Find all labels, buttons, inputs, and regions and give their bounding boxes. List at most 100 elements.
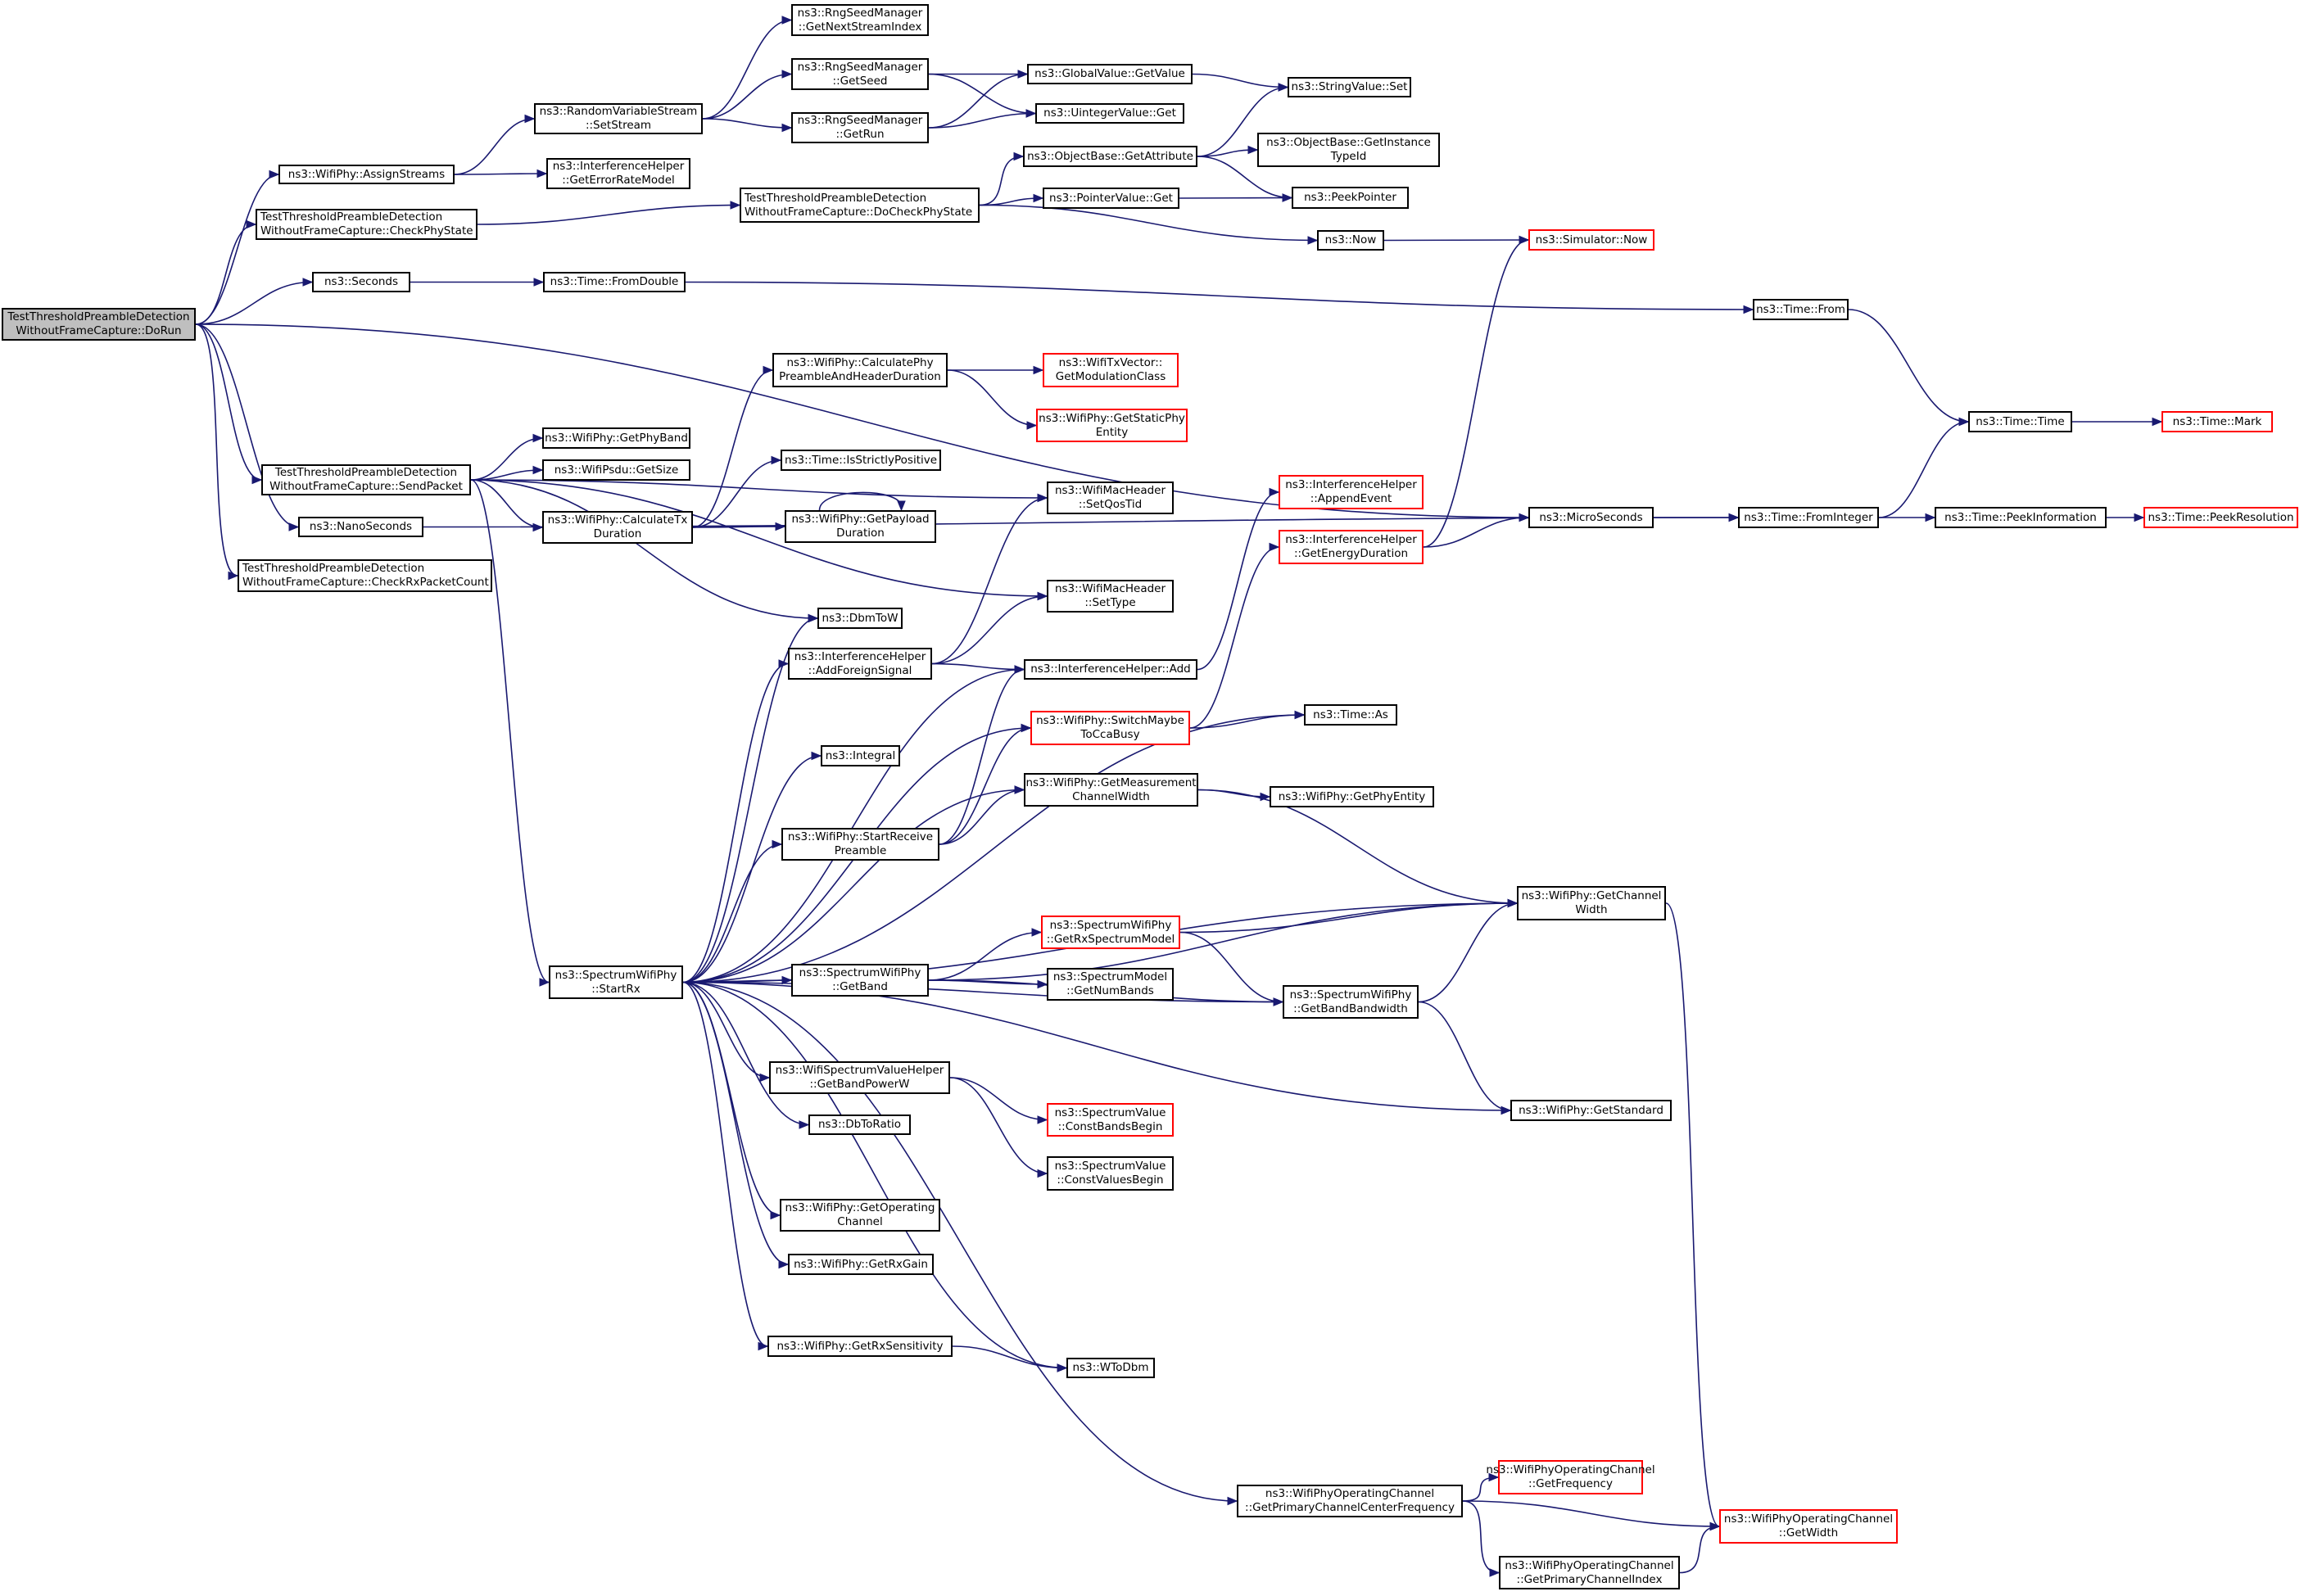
node-uintegerget[interactable]: ns3::UintegerValue::Get: [1035, 103, 1184, 124]
node-settype[interactable]: ns3::WifiMacHeader::SetType: [1047, 580, 1174, 613]
node-getrxsens[interactable]: ns3::WifiPhy::GetRxSensitivity: [767, 1336, 953, 1357]
node-label-line: ns3::PointerValue::Get: [1049, 191, 1173, 205]
node-pointerget[interactable]: ns3::PointerValue::Get: [1043, 188, 1179, 209]
edge-arrowhead: [1026, 421, 1038, 430]
node-primcenter[interactable]: ns3::WifiPhyOperatingChannel::GetPrimary…: [1237, 1485, 1463, 1517]
node-globalget[interactable]: ns3::GlobalValue::GetValue: [1027, 64, 1193, 84]
node-seconds[interactable]: ns3::Seconds: [312, 272, 410, 292]
edge-getrxsens-to-wtodbm: [952, 1345, 1067, 1369]
edge-addforeign-to-ihadd: [931, 662, 1025, 671]
node-now[interactable]: ns3::Now: [1317, 230, 1384, 251]
edge-addforeign-to-settype: [931, 595, 1048, 665]
edge-sendpacket-to-setqostid: [470, 479, 1048, 499]
node-getphyentity[interactable]: ns3::WifiPhy::GetPhyEntity: [1270, 786, 1434, 807]
edge-arrowhead: [1958, 417, 1970, 427]
edge-startrx-to-primcenter: [682, 981, 1238, 1502]
edge-arrowhead: [533, 278, 545, 287]
edge-arrowhead: [1037, 1169, 1048, 1178]
edge-switchcca-to-timeas: [1189, 714, 1305, 729]
node-getband[interactable]: ns3::SpectrumWifiPhy::GetBand: [791, 964, 929, 997]
node-label-line: ns3::RngSeedManager: [797, 114, 923, 127]
edge-sendpacket-to-calctxdur: [470, 479, 543, 528]
node-getsize[interactable]: ns3::WifiPsdu::GetSize: [542, 459, 690, 481]
node-nanoseconds[interactable]: ns3::NanoSeconds: [298, 517, 423, 537]
node-microseconds[interactable]: ns3::MicroSeconds: [1528, 507, 1654, 528]
node-primindex[interactable]: ns3::WifiPhyOperatingChannel::GetPrimary…: [1499, 1556, 1680, 1589]
edge-dorun-to-checkphystate: [195, 224, 256, 325]
node-label-line: ToCcaBusy: [1080, 728, 1140, 741]
node-getrxspec[interactable]: ns3::SpectrumWifiPhy::GetRxSpectrumModel: [1041, 916, 1180, 949]
edge-getmeascw-to-getchanwidth: [1197, 789, 1518, 904]
edge-arrowhead: [1273, 997, 1284, 1006]
node-fromdouble[interactable]: ns3::Time::FromDouble: [543, 272, 686, 292]
node-getbandbw[interactable]: ns3::SpectrumWifiPhy::GetBandBandwidth: [1283, 985, 1419, 1019]
node-getstandard[interactable]: ns3::WifiPhy::GetStandard: [1510, 1100, 1672, 1121]
node-getphyband[interactable]: ns3::WifiPhy::GetPhyBand: [542, 427, 690, 449]
node-geterrorrate[interactable]: ns3::InterferenceHelper::GetErrorRateMod…: [546, 158, 690, 189]
node-getrun[interactable]: ns3::RngSeedManager::GetRun: [791, 112, 929, 143]
node-addforeign[interactable]: ns3::InterferenceHelper::AddForeignSigna…: [788, 648, 932, 680]
node-timefrom[interactable]: ns3::Time::From: [1753, 299, 1849, 320]
node-getrxgain[interactable]: ns3::WifiPhy::GetRxGain: [788, 1254, 934, 1275]
node-gettxmod[interactable]: ns3::WifiTxVector::GetModulationClass: [1043, 353, 1179, 387]
edge-arrowhead: [251, 475, 263, 485]
node-dbmtow[interactable]: ns3::DbmToW: [817, 608, 903, 629]
edge-switchcca-to-getenergydur: [1189, 546, 1279, 729]
edge-now-to-simnow: [1383, 239, 1529, 242]
node-appendevent[interactable]: ns3::InterferenceHelper::AppendEvent: [1279, 475, 1424, 509]
node-wtodbm[interactable]: ns3::WToDbm: [1066, 1358, 1155, 1378]
node-label-line: ::GetPrimaryChannelCenterFrequency: [1245, 1501, 1455, 1514]
node-integral[interactable]: ns3::Integral: [821, 745, 900, 766]
node-getbandpower[interactable]: ns3::WifiSpectrumValueHelper::GetBandPow…: [769, 1061, 950, 1094]
node-peekpointer[interactable]: ns3::PeekPointer: [1292, 187, 1409, 209]
node-constvalues[interactable]: ns3::SpectrumValue::ConstValuesBegin: [1047, 1156, 1174, 1191]
node-timemark[interactable]: ns3::Time::Mark: [2161, 411, 2273, 432]
node-label-line: WithoutFrameCapture::SendPacket: [269, 480, 463, 493]
node-dbtoratio[interactable]: ns3::DbToRatio: [808, 1114, 911, 1135]
edge-startrx-to-getbandbw: [682, 981, 1283, 1003]
node-label-line: TypeId: [1330, 150, 1367, 163]
node-peekres[interactable]: ns3::Time::PeekResolution: [2143, 507, 2298, 528]
node-simnow[interactable]: ns3::Simulator::Now: [1528, 229, 1654, 251]
node-startrx[interactable]: ns3::SpectrumWifiPhy::StartRx: [549, 965, 683, 999]
node-opgetwidth[interactable]: ns3::WifiPhyOperatingChannel::GetWidth: [1719, 1509, 1898, 1544]
node-isstrictlypos[interactable]: ns3::Time::IsStrictlyPositive: [781, 450, 941, 471]
node-getenergydur[interactable]: ns3::InterferenceHelper::GetEnergyDurati…: [1279, 530, 1424, 564]
node-label-line: ns3::ObjectBase::GetAttribute: [1027, 149, 1193, 163]
edge-getband-to-getchanwidth: [928, 902, 1518, 981]
node-objgetattr[interactable]: ns3::ObjectBase::GetAttribute: [1023, 146, 1197, 167]
node-timeas[interactable]: ns3::Time::As: [1304, 704, 1397, 726]
node-timetime[interactable]: ns3::Time::Time: [1968, 411, 2072, 432]
node-constbands[interactable]: ns3::SpectrumValue::ConstBandsBegin: [1047, 1103, 1174, 1137]
node-getnumbands[interactable]: ns3::SpectrumModel::GetNumBands: [1047, 968, 1174, 1001]
node-setqostid[interactable]: ns3::WifiMacHeader::SetQosTid: [1047, 482, 1174, 514]
node-stringset[interactable]: ns3::StringValue::Set: [1288, 77, 1411, 97]
node-getfrequency[interactable]: ns3::WifiPhyOperatingChannel::GetFrequen…: [1486, 1460, 1655, 1494]
node-ihadd[interactable]: ns3::InterferenceHelper::Add: [1024, 659, 1197, 680]
node-assignstreams[interactable]: ns3::WifiPhy::AssignStreams: [278, 165, 455, 184]
node-setstream[interactable]: ns3::RandomVariableStream::SetStream: [534, 103, 703, 134]
node-label-line: ns3::PeekPointer: [1304, 191, 1396, 204]
node-peekinfo[interactable]: ns3::Time::PeekInformation: [1935, 507, 2107, 528]
node-label-line: ns3::DbToRatio: [817, 1118, 902, 1131]
node-getnextstream[interactable]: ns3::RngSeedManager::GetNextStreamIndex: [791, 4, 929, 36]
node-fromint[interactable]: ns3::Time::FromInteger: [1738, 507, 1879, 528]
edge-arrowhead: [772, 839, 783, 849]
node-getseed[interactable]: ns3::RngSeedManager::GetSeed: [791, 58, 929, 90]
